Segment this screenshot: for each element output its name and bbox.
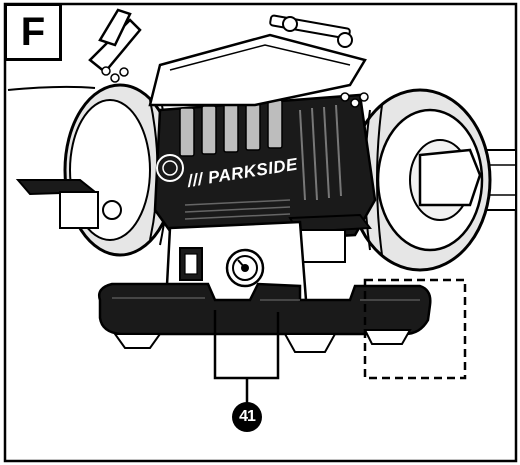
figure-label: F [4, 3, 62, 61]
figure-border [3, 2, 518, 463]
callout-leader-line [213, 310, 280, 404]
speed-dial-icon [225, 248, 265, 288]
callout-number: 41 [232, 402, 262, 432]
dashed-highlight-box [363, 278, 467, 380]
